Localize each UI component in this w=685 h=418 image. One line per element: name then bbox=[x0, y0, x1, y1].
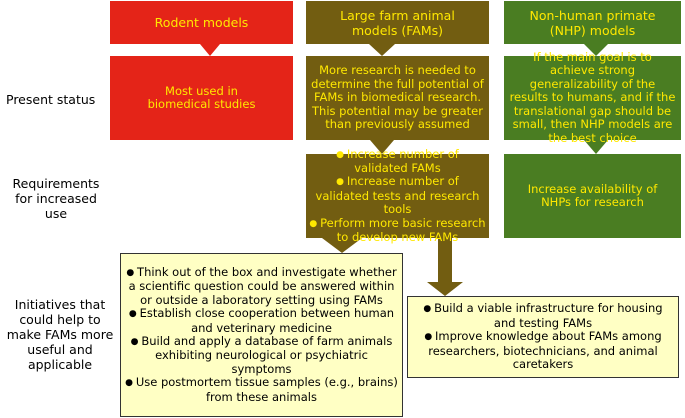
initiatives-left-box: Think out of the box and investigate whe… bbox=[120, 253, 403, 417]
nhp-status-box: If the main goal is to achieve strong ge… bbox=[504, 50, 681, 144]
rodent-status-text: Most used in biomedical studies bbox=[147, 83, 256, 111]
fam-status-box: More research is needed to determine the… bbox=[306, 56, 489, 140]
initiatives-right-list: Build a viable infrastructure for housin… bbox=[412, 302, 674, 371]
list-item: Increase number of validated tests and r… bbox=[309, 175, 486, 216]
list-item: Establish close cooperation between huma… bbox=[125, 306, 398, 335]
list-item: Perform more basic research to develop n… bbox=[309, 216, 486, 245]
initiatives-left-list: Think out of the box and investigate whe… bbox=[125, 265, 398, 404]
list-item: Use postmortem tissue samples (e.g., bra… bbox=[125, 375, 398, 404]
rodent-header-text: Rodent models bbox=[154, 15, 249, 30]
arrow-nhp-status bbox=[584, 44, 608, 56]
list-item: Increase number of validated FAMs bbox=[309, 147, 486, 176]
nhp-header-text: Non-human primate (NHP) models bbox=[529, 7, 656, 38]
arrow-fam-initiatives-right bbox=[427, 238, 463, 296]
initiatives-right-box: Build a viable infrastructure for housin… bbox=[407, 296, 679, 378]
fam-requirements-box: Increase number of validated FAMs Increa… bbox=[306, 147, 489, 244]
fam-header: Large farm animal models (FAMs) bbox=[306, 1, 489, 44]
nhp-status-text: If the main goal is to achieve strong ge… bbox=[509, 50, 676, 145]
row-label-initiatives: Initiatives that could help to make FAMs… bbox=[6, 297, 114, 372]
nhp-header: Non-human primate (NHP) models bbox=[504, 1, 681, 44]
fam-header-text: Large farm animal models (FAMs) bbox=[340, 7, 455, 38]
row-label-requirements: Requirements for increased use bbox=[12, 176, 100, 221]
list-item: Improve knowledge about FAMs among resea… bbox=[412, 330, 674, 371]
fam-status-text: More research is needed to determine the… bbox=[311, 63, 484, 132]
rodent-status-box: Most used in biomedical studies bbox=[110, 56, 293, 140]
arrow-rodent-status bbox=[200, 44, 220, 56]
rodent-header: Rodent models bbox=[110, 1, 293, 44]
fam-requirements-list: Increase number of validated FAMs Increa… bbox=[309, 147, 486, 245]
nhp-requirements-text: Increase availability of NHPs for resear… bbox=[527, 181, 658, 209]
arrow-fam-status bbox=[369, 44, 395, 56]
arrow-nhp-requirements bbox=[584, 140, 608, 154]
row-label-present-status: Present status bbox=[6, 92, 96, 107]
list-item: Build and apply a database of farm anima… bbox=[125, 334, 398, 376]
nhp-requirements-box: Increase availability of NHPs for resear… bbox=[504, 154, 681, 238]
list-item: Think out of the box and investigate whe… bbox=[125, 265, 398, 307]
list-item: Build a viable infrastructure for housin… bbox=[412, 302, 674, 330]
